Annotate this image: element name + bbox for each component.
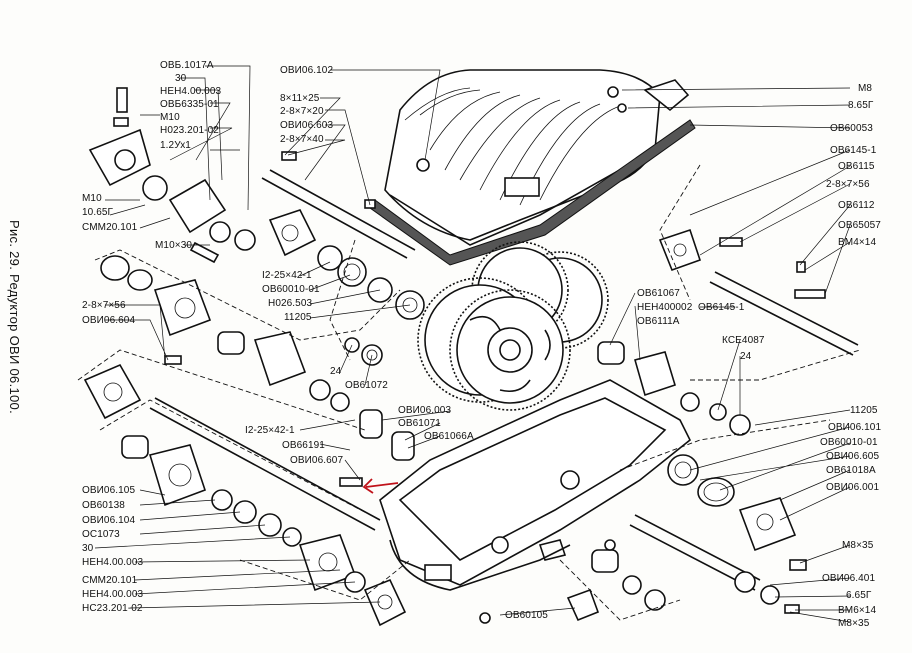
part-label: 30: [175, 73, 187, 84]
part-label: I2-25×42-1: [245, 425, 295, 436]
part-label: 2-8×7×20: [280, 106, 324, 117]
part-label: М10×30: [155, 240, 193, 251]
part-label: М10: [82, 193, 102, 204]
part-label: НЕН4.00.003: [82, 557, 144, 568]
part-label: Н026.503: [268, 298, 313, 309]
part-label: ВМ4×14: [838, 237, 877, 248]
part-label: 8×11×25: [280, 93, 320, 104]
part-label: 24: [740, 351, 752, 362]
part-label: СММ20.101: [82, 575, 138, 586]
part-label: ОВИ06.101: [828, 422, 882, 433]
middle-parts: [281, 151, 425, 487]
part-label: М8×35: [838, 618, 870, 629]
part-label: ОВ60053: [830, 123, 873, 134]
assembly-axes: [77, 164, 861, 621]
part-label: М8×35: [842, 540, 874, 551]
part-label: 11205: [284, 312, 312, 323]
part-label: ОВ6145-1: [698, 302, 745, 313]
part-label: ОВ60010-01: [820, 437, 878, 448]
red-arrow: [362, 478, 399, 494]
part-label: ОВИ06.401: [822, 573, 876, 584]
part-label: ВМ6×14: [838, 605, 877, 616]
part-label: ОВ6111А: [637, 316, 680, 327]
part-label: СММ20.101: [82, 222, 138, 233]
part-label: ОС1073: [82, 529, 120, 540]
part-label: ОВБ.1017А: [160, 60, 214, 71]
part-label: 11205: [850, 405, 878, 416]
part-label: 24: [330, 366, 342, 377]
part-label: ОВ66191: [282, 440, 325, 451]
part-label: 30: [82, 543, 94, 554]
part-label: I2-25×42-1: [262, 270, 312, 281]
part-label: ОВИ06.604: [82, 315, 136, 326]
part-label: ОВ60010-01: [262, 284, 320, 295]
part-label: 2-8×7×40: [280, 134, 324, 145]
part-label: 8.65Г: [848, 100, 874, 111]
figure-caption: Рис. 29. Редуктор ОВИ 06.100.: [7, 220, 22, 414]
part-label: ОВИ06.001: [826, 482, 880, 493]
part-label: ОВ60105: [505, 610, 548, 621]
part-label: ОВ60138: [82, 500, 125, 511]
part-label: М10: [160, 112, 180, 123]
top-cover: [384, 69, 690, 246]
part-label: ОВИ06.102: [280, 65, 334, 76]
part-label: Н023.201-02: [160, 125, 219, 136]
part-label: НС23.201-02: [82, 603, 143, 614]
part-label: ОВ6145-1: [830, 145, 877, 156]
part-label: НЕН4.00.003: [160, 86, 222, 97]
part-label: ОВИ06.104: [82, 515, 136, 526]
lower-housing: [379, 379, 692, 591]
part-label: ОВ61018А: [826, 465, 876, 476]
part-label: ОВИ06.605: [826, 451, 880, 462]
part-label: НЕН4.00.003: [82, 589, 144, 600]
shafts: [149, 169, 859, 591]
part-label: НЕН400002: [637, 302, 693, 313]
leader-lines: [94, 65, 851, 623]
part-label: ОВ61071: [398, 418, 441, 429]
left-parts: [83, 87, 491, 627]
part-label: ОВ6112: [838, 200, 875, 211]
part-label: КСЕ4087: [722, 335, 765, 346]
part-label: ОВ61066А: [424, 431, 474, 442]
gear-wheels: [417, 241, 609, 411]
part-label: ОВБ6335-01: [160, 99, 219, 110]
part-label: 2-8×7×56: [82, 300, 126, 311]
part-label: ОВИ06.607: [290, 455, 344, 466]
part-label: 6.65Г: [846, 590, 872, 601]
part-label: ОВ61072: [345, 380, 388, 391]
part-label: ОВ65057: [838, 220, 881, 231]
part-label: ОВИ06.003: [398, 405, 452, 416]
part-label: 2-8×7×56: [826, 179, 870, 190]
part-label: ОВ6115: [838, 161, 875, 172]
part-label: М8: [858, 83, 873, 94]
part-label: 1.2Ух1: [160, 140, 191, 151]
part-label: ОВИ06.603: [280, 120, 334, 131]
part-label: 10.65Г: [82, 207, 114, 218]
cover-gasket: [369, 119, 696, 266]
right-parts: [566, 86, 826, 622]
part-label: ОВ61067: [637, 288, 680, 299]
part-label: ОВИ06.105: [82, 485, 136, 496]
